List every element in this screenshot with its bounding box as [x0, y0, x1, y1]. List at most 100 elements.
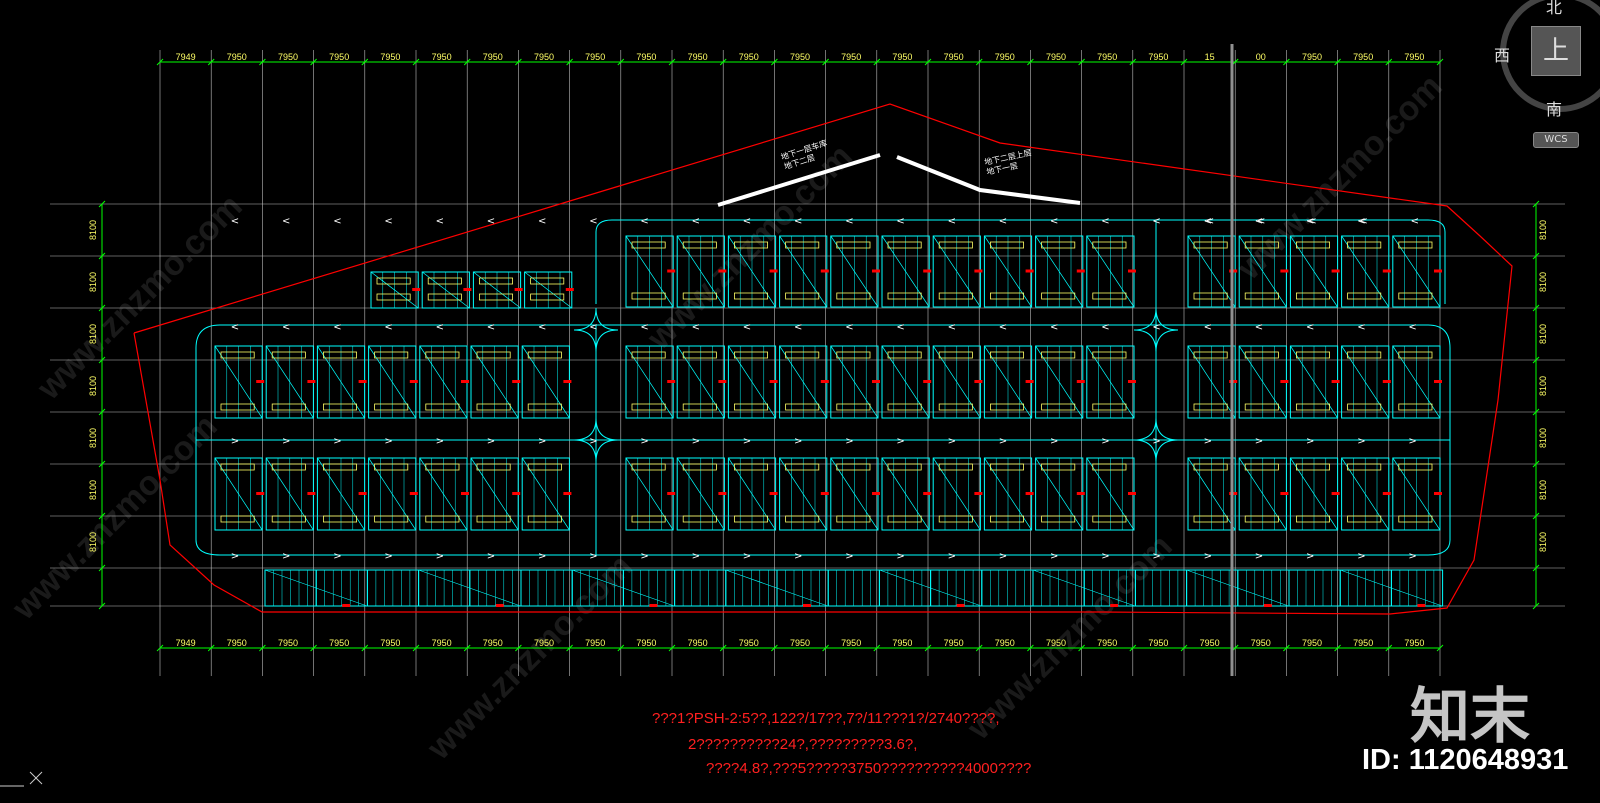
bay-tag [220, 515, 255, 523]
bay-tag [427, 277, 462, 285]
dimension-label: 7950 [1097, 638, 1117, 648]
parking-bay-bottom [469, 569, 522, 607]
bay-tag [220, 463, 255, 471]
bay-tag [631, 463, 666, 471]
marker [820, 380, 829, 383]
marker [342, 604, 351, 607]
direction-arrow: > [436, 551, 444, 562]
bay-tag [1193, 463, 1228, 471]
direction-arrow: > [1306, 436, 1314, 447]
dimension-tick [566, 644, 573, 652]
direction-arrow: < [231, 216, 239, 227]
direction-arrow: < [1408, 322, 1416, 333]
bay-tag [1041, 515, 1076, 523]
dimension-label: 7950 [1046, 638, 1066, 648]
bay-tag [530, 277, 565, 285]
marker [1280, 269, 1289, 273]
dimension-tick [1532, 200, 1540, 208]
dimension-tick [1334, 644, 1341, 652]
marker [1434, 269, 1442, 273]
dimension-label: 8100 [88, 220, 98, 240]
dimension-label: 7950 [841, 52, 861, 62]
bay-tag [734, 515, 769, 523]
dimension-label: 7950 [636, 638, 656, 648]
bay-tag [425, 463, 460, 471]
marker [1417, 604, 1426, 607]
dimension-label: 7950 [1302, 52, 1322, 62]
compass-west-label[interactable]: 西 [1494, 46, 1511, 65]
direction-arrow: > [1050, 436, 1058, 447]
dimension-label: 7950 [1148, 638, 1168, 648]
compass-south-label[interactable]: 南 [1546, 100, 1563, 119]
dimension-label: 7950 [841, 638, 861, 648]
dimension-label: 7949 [176, 638, 196, 648]
dimension-tick [98, 252, 106, 260]
viewcube-top-face[interactable]: 上 [1531, 26, 1581, 76]
marker [409, 492, 418, 495]
bay-tag [785, 241, 820, 249]
marker [923, 380, 932, 383]
dimension-tick [98, 564, 106, 572]
parking-bay [1187, 457, 1238, 531]
marker [495, 604, 504, 607]
bay-tag [734, 292, 769, 300]
direction-arrow: < [845, 216, 853, 227]
bay-tag [887, 292, 922, 300]
direction-arrow: < [1306, 216, 1314, 227]
bay-tag [887, 241, 922, 249]
parking-bay [368, 457, 418, 531]
marker [872, 380, 880, 383]
marker [769, 380, 778, 383]
dimension-tick [515, 644, 522, 652]
bay-tag [322, 463, 357, 471]
bay-tag [1092, 241, 1127, 249]
parking-bay [1341, 235, 1391, 308]
bay-tag [887, 351, 922, 359]
bay-tag [1244, 463, 1279, 471]
marker [1331, 269, 1340, 273]
direction-arrow: < [743, 322, 751, 333]
dimension-tick [617, 58, 625, 66]
dimension-label: 7950 [534, 52, 554, 62]
direction-arrow: < [1152, 322, 1160, 333]
dimension-tick [1532, 304, 1540, 312]
design-note-line-2: 2??????????24?,?????????3.6?, [688, 736, 918, 753]
dimension-label: 15 [1205, 52, 1215, 62]
marker [974, 269, 983, 273]
marker [1025, 380, 1034, 383]
dimension-tick [924, 644, 932, 652]
direction-arrow: > [1357, 551, 1365, 562]
bay-tag [938, 351, 973, 359]
bay-tag [1347, 351, 1382, 359]
parking-bay [1086, 235, 1136, 308]
parking-bay [1289, 235, 1340, 308]
dimension-label: 7950 [636, 52, 656, 62]
bay-tag [734, 463, 769, 471]
dimension-tick [1532, 460, 1540, 468]
bay-tag [631, 515, 666, 523]
dimension-tick [463, 644, 471, 652]
dimension-label: 7950 [483, 52, 503, 62]
parking-bay [676, 457, 727, 531]
direction-arrow: < [1306, 322, 1314, 333]
marker [256, 380, 265, 383]
parking-bay [265, 457, 316, 531]
parking-bay [470, 457, 521, 531]
direction-arrow: > [794, 551, 802, 562]
dimension-tick [771, 58, 778, 66]
viewcube-compass-ring[interactable] [1500, 0, 1600, 112]
direction-arrow: < [231, 322, 239, 333]
bay-tag [322, 351, 357, 359]
compass-north-label[interactable]: 北 [1546, 0, 1563, 17]
wcs-menu-button[interactable]: WCS [1533, 132, 1579, 148]
parking-bay [727, 457, 778, 531]
direction-arrow: > [538, 551, 546, 562]
bay-tag [322, 515, 357, 523]
parking-bay [1392, 345, 1442, 419]
bay-tag [1296, 515, 1331, 523]
bay-tag [631, 403, 666, 411]
bay-tag [1244, 351, 1279, 359]
bay-tag [271, 351, 306, 359]
dimension-tick [822, 58, 829, 66]
